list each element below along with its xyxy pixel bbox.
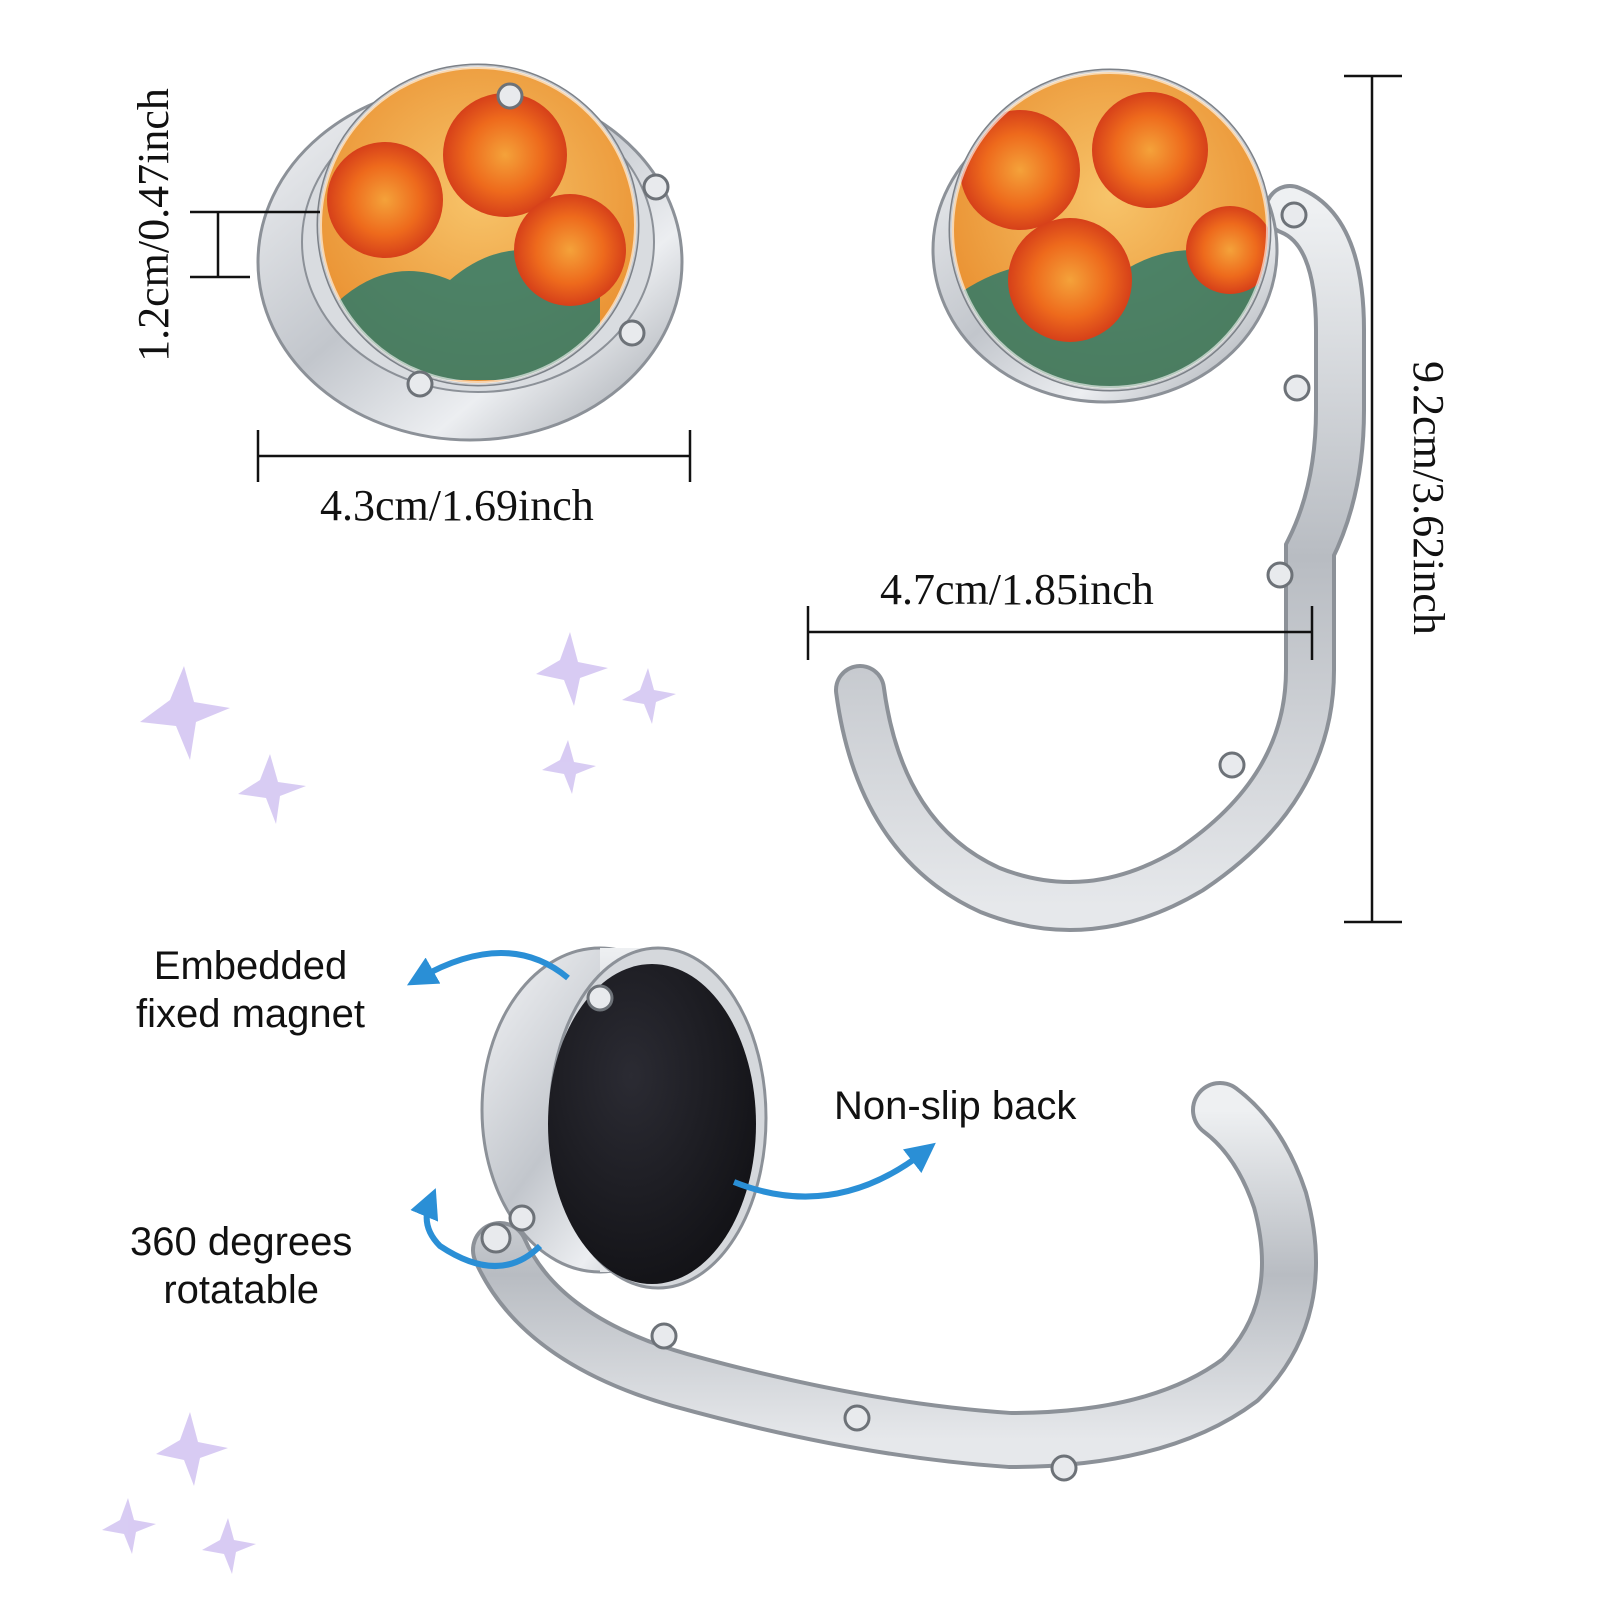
open-hanger [834, 68, 1366, 932]
rotate-arrow-icon [406, 950, 570, 986]
hook-width-indicator [806, 606, 1314, 660]
sparkle-icon [102, 632, 676, 1574]
closed-diameter-label: 4.3cm/1.69inch [320, 481, 594, 530]
closed-diameter-indicator [256, 430, 692, 482]
magnet-label-line1: Embedded [153, 944, 348, 988]
total-height-indicator [1344, 74, 1402, 924]
non-slip-pad [548, 964, 756, 1284]
magnet-label-line2: fixed magnet [136, 992, 366, 1036]
magnet-label: Embedded fixed magnet [136, 942, 365, 1038]
hook-width-label: 4.7cm/1.85inch [880, 565, 1154, 614]
thickness-label: 1.2cm/0.47inch [129, 88, 178, 362]
closed-hanger [256, 63, 684, 442]
thickness-indicator [190, 210, 320, 279]
total-height-label: 9.2cm/3.62inch [1404, 361, 1453, 635]
rotate-arrow-icon [732, 1142, 936, 1200]
back-view-hanger [471, 946, 1318, 1482]
rotatable-label: 360 degrees rotatable [130, 1218, 352, 1314]
rotate-arrow-icon [410, 1188, 543, 1269]
rotatable-label-line2: rotatable [163, 1268, 320, 1312]
non-slip-label: Non-slip back [834, 1084, 1077, 1128]
rotatable-label-line1: 360 degrees [130, 1220, 353, 1264]
